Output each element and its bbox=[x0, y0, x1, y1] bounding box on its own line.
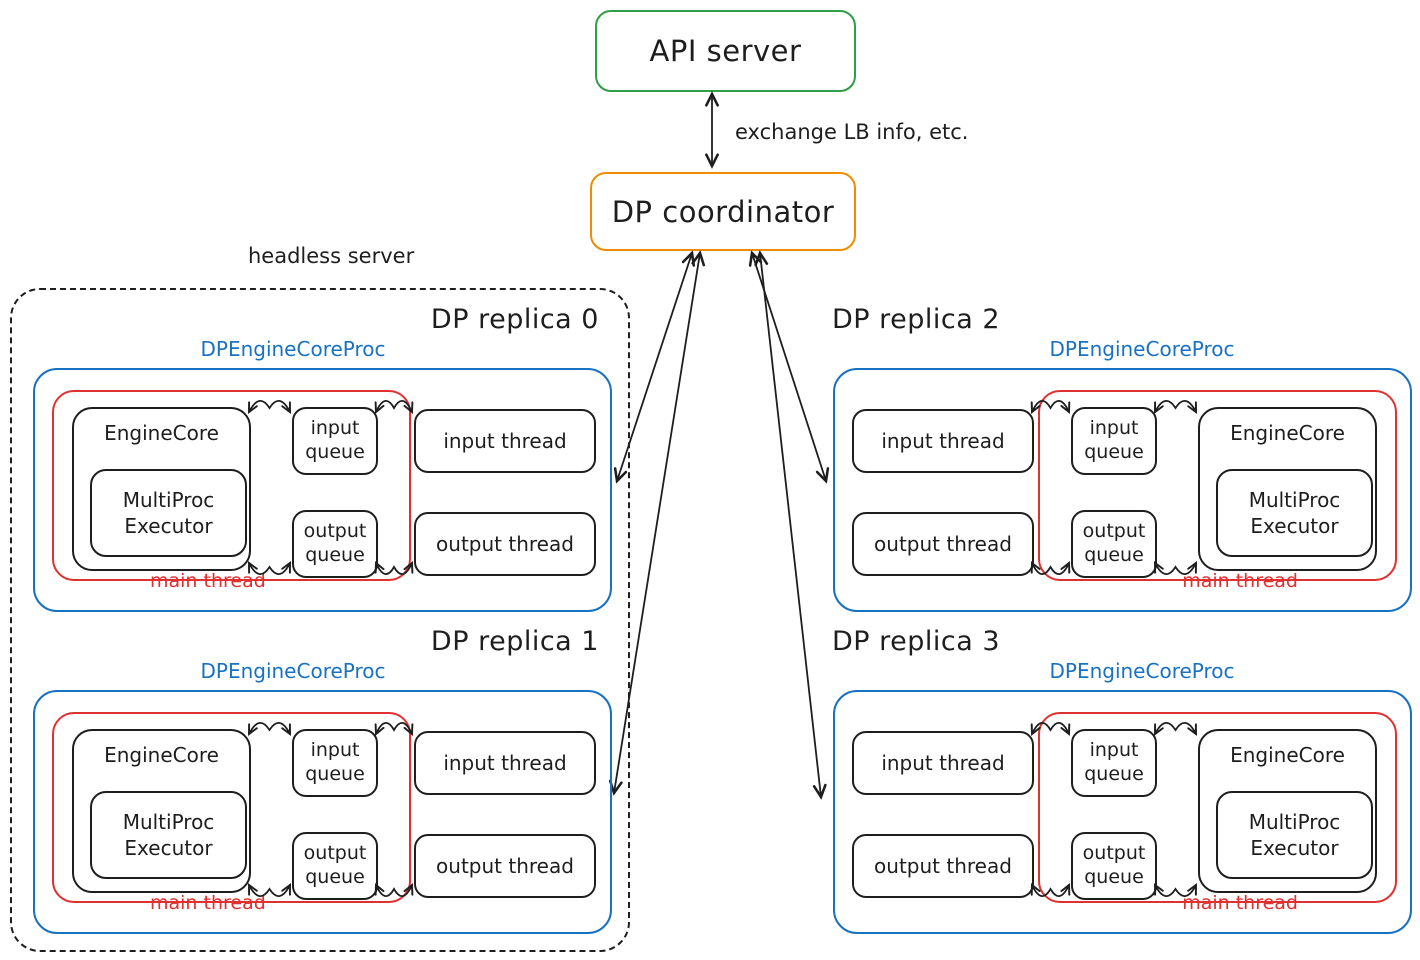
output-queue-label: output queue bbox=[1082, 842, 1146, 888]
replica-title: DP replica 1 bbox=[430, 626, 599, 657]
dp-replica-3: DP replica 3 DPEngineCoreProc EngineCore… bbox=[820, 622, 1420, 934]
output-thread-label: output thread bbox=[436, 532, 574, 556]
output-thread-box: output thread bbox=[852, 834, 1034, 898]
input-queue-label: input queue bbox=[305, 739, 365, 785]
engine-core-box: EngineCore MultiProc Executor bbox=[72, 407, 251, 571]
engine-core-proc-box: EngineCore MultiProc Executor input queu… bbox=[833, 368, 1412, 612]
dp-coordinator-node: DP coordinator bbox=[590, 172, 856, 251]
dp-coordinator-label: DP coordinator bbox=[611, 194, 835, 229]
output-queue-label: output queue bbox=[303, 842, 367, 888]
engine-core-box: EngineCore MultiProc Executor bbox=[1198, 407, 1377, 571]
output-queue-box: output queue bbox=[1071, 510, 1157, 578]
dp-replica-0: DP replica 0 DPEngineCoreProc EngineCore… bbox=[13, 300, 613, 612]
engine-core-box: EngineCore MultiProc Executor bbox=[1198, 729, 1377, 893]
dp-replica-1: DP replica 1 DPEngineCoreProc EngineCore… bbox=[13, 622, 613, 934]
dp-engine-core-proc-label: DPEngineCoreProc bbox=[1049, 659, 1235, 683]
engine-core-label: EngineCore bbox=[104, 743, 219, 767]
engine-core-label: EngineCore bbox=[1230, 743, 1345, 767]
input-queue-box: input queue bbox=[292, 729, 378, 797]
exchange-lb-info-label: exchange LB info, etc. bbox=[735, 120, 969, 144]
output-queue-label: output queue bbox=[1082, 520, 1146, 566]
coordinator-replica2-arrow bbox=[752, 253, 826, 481]
engine-core-proc-box: EngineCore MultiProc Executor input queu… bbox=[33, 368, 612, 612]
engine-core-proc-box: EngineCore MultiProc Executor input queu… bbox=[33, 690, 612, 934]
multiproc-executor-box: MultiProc Executor bbox=[90, 791, 247, 879]
output-queue-box: output queue bbox=[292, 510, 378, 578]
output-thread-label: output thread bbox=[874, 854, 1012, 878]
output-queue-box: output queue bbox=[292, 832, 378, 900]
multiproc-executor-box: MultiProc Executor bbox=[1216, 469, 1373, 557]
output-thread-box: output thread bbox=[414, 834, 596, 898]
dp-engine-core-proc-label: DPEngineCoreProc bbox=[1049, 337, 1235, 361]
output-thread-box: output thread bbox=[852, 512, 1034, 576]
main-thread-label: main thread bbox=[1182, 892, 1298, 914]
input-queue-label: input queue bbox=[1084, 739, 1144, 785]
output-queue-label: output queue bbox=[303, 520, 367, 566]
input-queue-box: input queue bbox=[292, 407, 378, 475]
dp-engine-core-proc-label: DPEngineCoreProc bbox=[200, 659, 386, 683]
input-queue-label: input queue bbox=[1084, 417, 1144, 463]
main-thread-box bbox=[52, 390, 411, 581]
input-thread-label: input thread bbox=[443, 429, 567, 453]
input-thread-box: input thread bbox=[852, 731, 1034, 795]
dp-replica-2: DP replica 2 DPEngineCoreProc EngineCore… bbox=[820, 300, 1420, 612]
replica-title: DP replica 0 bbox=[430, 304, 599, 335]
replica-title: DP replica 3 bbox=[832, 626, 1001, 657]
input-thread-box: input thread bbox=[414, 731, 596, 795]
output-thread-label: output thread bbox=[436, 854, 574, 878]
main-thread-label: main thread bbox=[150, 570, 266, 592]
input-thread-label: input thread bbox=[881, 429, 1005, 453]
main-thread-box bbox=[52, 712, 411, 903]
engine-core-label: EngineCore bbox=[104, 421, 219, 445]
dp-engine-core-proc-label: DPEngineCoreProc bbox=[200, 337, 386, 361]
main-thread-box bbox=[1038, 390, 1397, 581]
replica-title: DP replica 2 bbox=[832, 304, 1001, 335]
multiproc-executor-box: MultiProc Executor bbox=[1216, 791, 1373, 879]
input-thread-label: input thread bbox=[443, 751, 567, 775]
engine-core-label: EngineCore bbox=[1230, 421, 1345, 445]
output-thread-box: output thread bbox=[414, 512, 596, 576]
input-thread-box: input thread bbox=[414, 409, 596, 473]
input-thread-label: input thread bbox=[881, 751, 1005, 775]
headless-server-label: headless server bbox=[248, 244, 415, 268]
api-server-label: API server bbox=[649, 34, 802, 68]
multiproc-executor-label: MultiProc Executor bbox=[122, 488, 215, 538]
output-thread-label: output thread bbox=[874, 532, 1012, 556]
main-thread-label: main thread bbox=[1182, 570, 1298, 592]
input-queue-label: input queue bbox=[305, 417, 365, 463]
multiproc-executor-label: MultiProc Executor bbox=[1248, 810, 1341, 860]
input-thread-box: input thread bbox=[852, 409, 1034, 473]
coordinator-replica3-arrow bbox=[760, 253, 821, 797]
multiproc-executor-label: MultiProc Executor bbox=[122, 810, 215, 860]
main-thread-box bbox=[1038, 712, 1397, 903]
output-queue-box: output queue bbox=[1071, 832, 1157, 900]
multiproc-executor-label: MultiProc Executor bbox=[1248, 488, 1341, 538]
input-queue-box: input queue bbox=[1071, 729, 1157, 797]
engine-core-proc-box: EngineCore MultiProc Executor input queu… bbox=[833, 690, 1412, 934]
engine-core-box: EngineCore MultiProc Executor bbox=[72, 729, 251, 893]
input-queue-box: input queue bbox=[1071, 407, 1157, 475]
api-server-node: API server bbox=[595, 10, 856, 92]
multiproc-executor-box: MultiProc Executor bbox=[90, 469, 247, 557]
main-thread-label: main thread bbox=[150, 892, 266, 914]
